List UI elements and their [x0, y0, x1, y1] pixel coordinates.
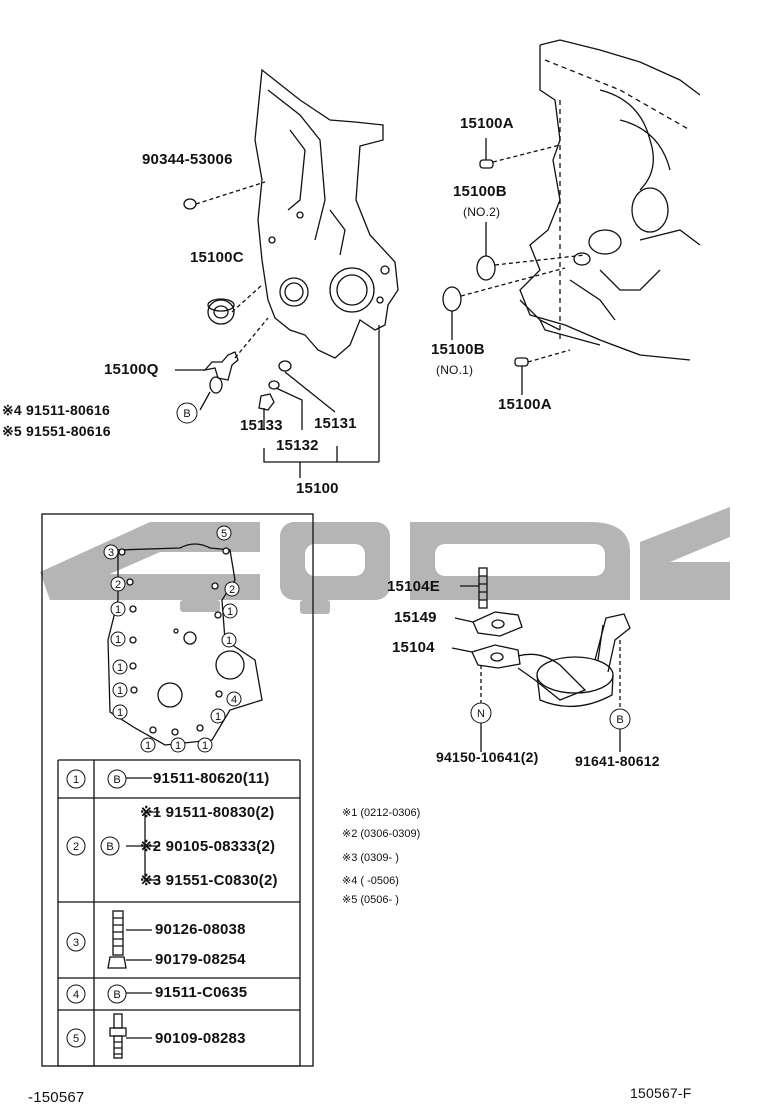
gasket-mark: 1 [202, 740, 208, 752]
gasket-callout-numbers: 5 3 2 2 1 1 1 1 1 1 1 4 1 1 1 1 [108, 528, 237, 752]
note-4: ※4 ( -0506) [342, 875, 399, 887]
table-row-4-part: 91511-C0635 [155, 984, 248, 1001]
oil-strainer-15104 [471, 613, 631, 708]
badge-b-oil-pan: B [616, 714, 623, 726]
table-row-3-part-2: 90179-08254 [155, 951, 246, 968]
table-row-number: 5 [73, 1033, 79, 1045]
label-15104: 15104 [392, 639, 435, 656]
gasket-mark: 1 [227, 606, 233, 618]
label-15100B-bottom: 15100B [431, 341, 485, 358]
badge-n: N [477, 708, 485, 720]
gasket-mark: 1 [117, 707, 123, 719]
label-15100A-bottom: 15100A [498, 396, 552, 413]
gasket-mark: 1 [115, 634, 121, 646]
oil-seal-15100C [207, 298, 235, 325]
note-1: ※1 (0212-0306) [342, 807, 421, 819]
gasket-mark: 2 [115, 579, 121, 591]
timing-chain-cover [254, 68, 399, 359]
table-badge: B [106, 841, 113, 853]
gasket-mark: 1 [226, 635, 232, 647]
nut-90179 [107, 956, 127, 969]
plug-15131 [278, 360, 292, 372]
label-no2: (NO.2) [463, 205, 501, 219]
dowel-pin-15100A-bottom [514, 357, 529, 367]
table-row-5-part: 90109-08283 [155, 1030, 246, 1047]
o-ring-15100B-no1 [442, 286, 462, 312]
timing-cover-gasket [107, 543, 263, 746]
table-badge: B [113, 989, 120, 1001]
label-91511-80616: ※4 91511-80616 [2, 402, 110, 418]
badge-b-upper: B [183, 408, 190, 420]
stud-90109 [109, 1013, 127, 1059]
label-91641-80612: 91641-80612 [575, 753, 660, 769]
label-15100: 15100 [296, 480, 339, 497]
label-no1: (NO.1) [436, 363, 474, 377]
label-15149: 15149 [394, 609, 437, 626]
table-row-number: 4 [73, 989, 79, 1001]
gasket-callouts [103, 525, 242, 753]
gasket-mark: 4 [231, 694, 237, 706]
note-5: ※5 (0506- ) [342, 894, 399, 906]
gasket-mark: 1 [117, 662, 123, 674]
watermark-logo [40, 507, 730, 614]
label-15131: 15131 [314, 415, 357, 432]
label-15104E: 15104E [387, 578, 440, 595]
gasket-15149 [472, 611, 523, 637]
label-15100A-top: 15100A [460, 115, 514, 132]
o-ring-15100B-no2 [476, 255, 496, 281]
label-15100C: 15100C [190, 249, 244, 266]
note-2: ※2 (0306-0309) [342, 828, 421, 840]
footer-right-code: 150567-F [630, 1085, 692, 1101]
table-badge: B [113, 774, 120, 786]
table-callouts [66, 402, 631, 1048]
table-row-2-part-3: ※3 91551-C0830(2) [140, 872, 278, 889]
gasket-15132 [268, 380, 280, 390]
stud-bolt-90126 [112, 910, 124, 956]
gasket-bolt-holes [118, 547, 230, 736]
gasket-mark: 2 [229, 584, 235, 596]
plug-90344 [183, 198, 197, 210]
label-15132: 15132 [276, 437, 319, 454]
table-row-1-part: 91511-80620(11) [153, 770, 270, 787]
table-row-number: 2 [73, 841, 79, 853]
gasket-mark: 1 [215, 711, 221, 723]
table-row-number: 3 [73, 937, 79, 949]
dowel-pin-15100A-top [479, 159, 494, 169]
table-row-2-part-1: ※1 91511-80830(2) [140, 804, 275, 821]
table-row-3-part-1: 90126-08038 [155, 921, 246, 938]
gasket-mark: 3 [108, 547, 114, 559]
gasket-mark: 1 [115, 604, 121, 616]
sensor-15100Q [203, 351, 239, 394]
footer-left-code: -150567 [28, 1089, 85, 1106]
note-3: ※3 (0309- ) [342, 852, 399, 864]
gasket-mark: 1 [117, 685, 123, 697]
gasket-mark: 1 [175, 740, 181, 752]
bolt-table-grid [57, 759, 301, 1067]
gasket-mark: 1 [145, 740, 151, 752]
table-row-number: 1 [73, 774, 79, 786]
label-90344-53006: 90344-53006 [142, 151, 233, 168]
label-15100Q: 15100Q [104, 361, 159, 378]
table-row-2-part-2: ※2 90105-08333(2) [140, 838, 276, 855]
gasket-mark: 5 [221, 528, 227, 540]
label-94150-10641: 94150-10641(2) [436, 749, 539, 765]
label-15100B-top: 15100B [453, 183, 507, 200]
stud-15104E [478, 567, 488, 609]
label-15133: 15133 [240, 417, 283, 434]
nut-15133 [258, 393, 275, 411]
engine-block [519, 39, 701, 361]
label-91551-80616: ※5 91551-80616 [2, 423, 111, 439]
